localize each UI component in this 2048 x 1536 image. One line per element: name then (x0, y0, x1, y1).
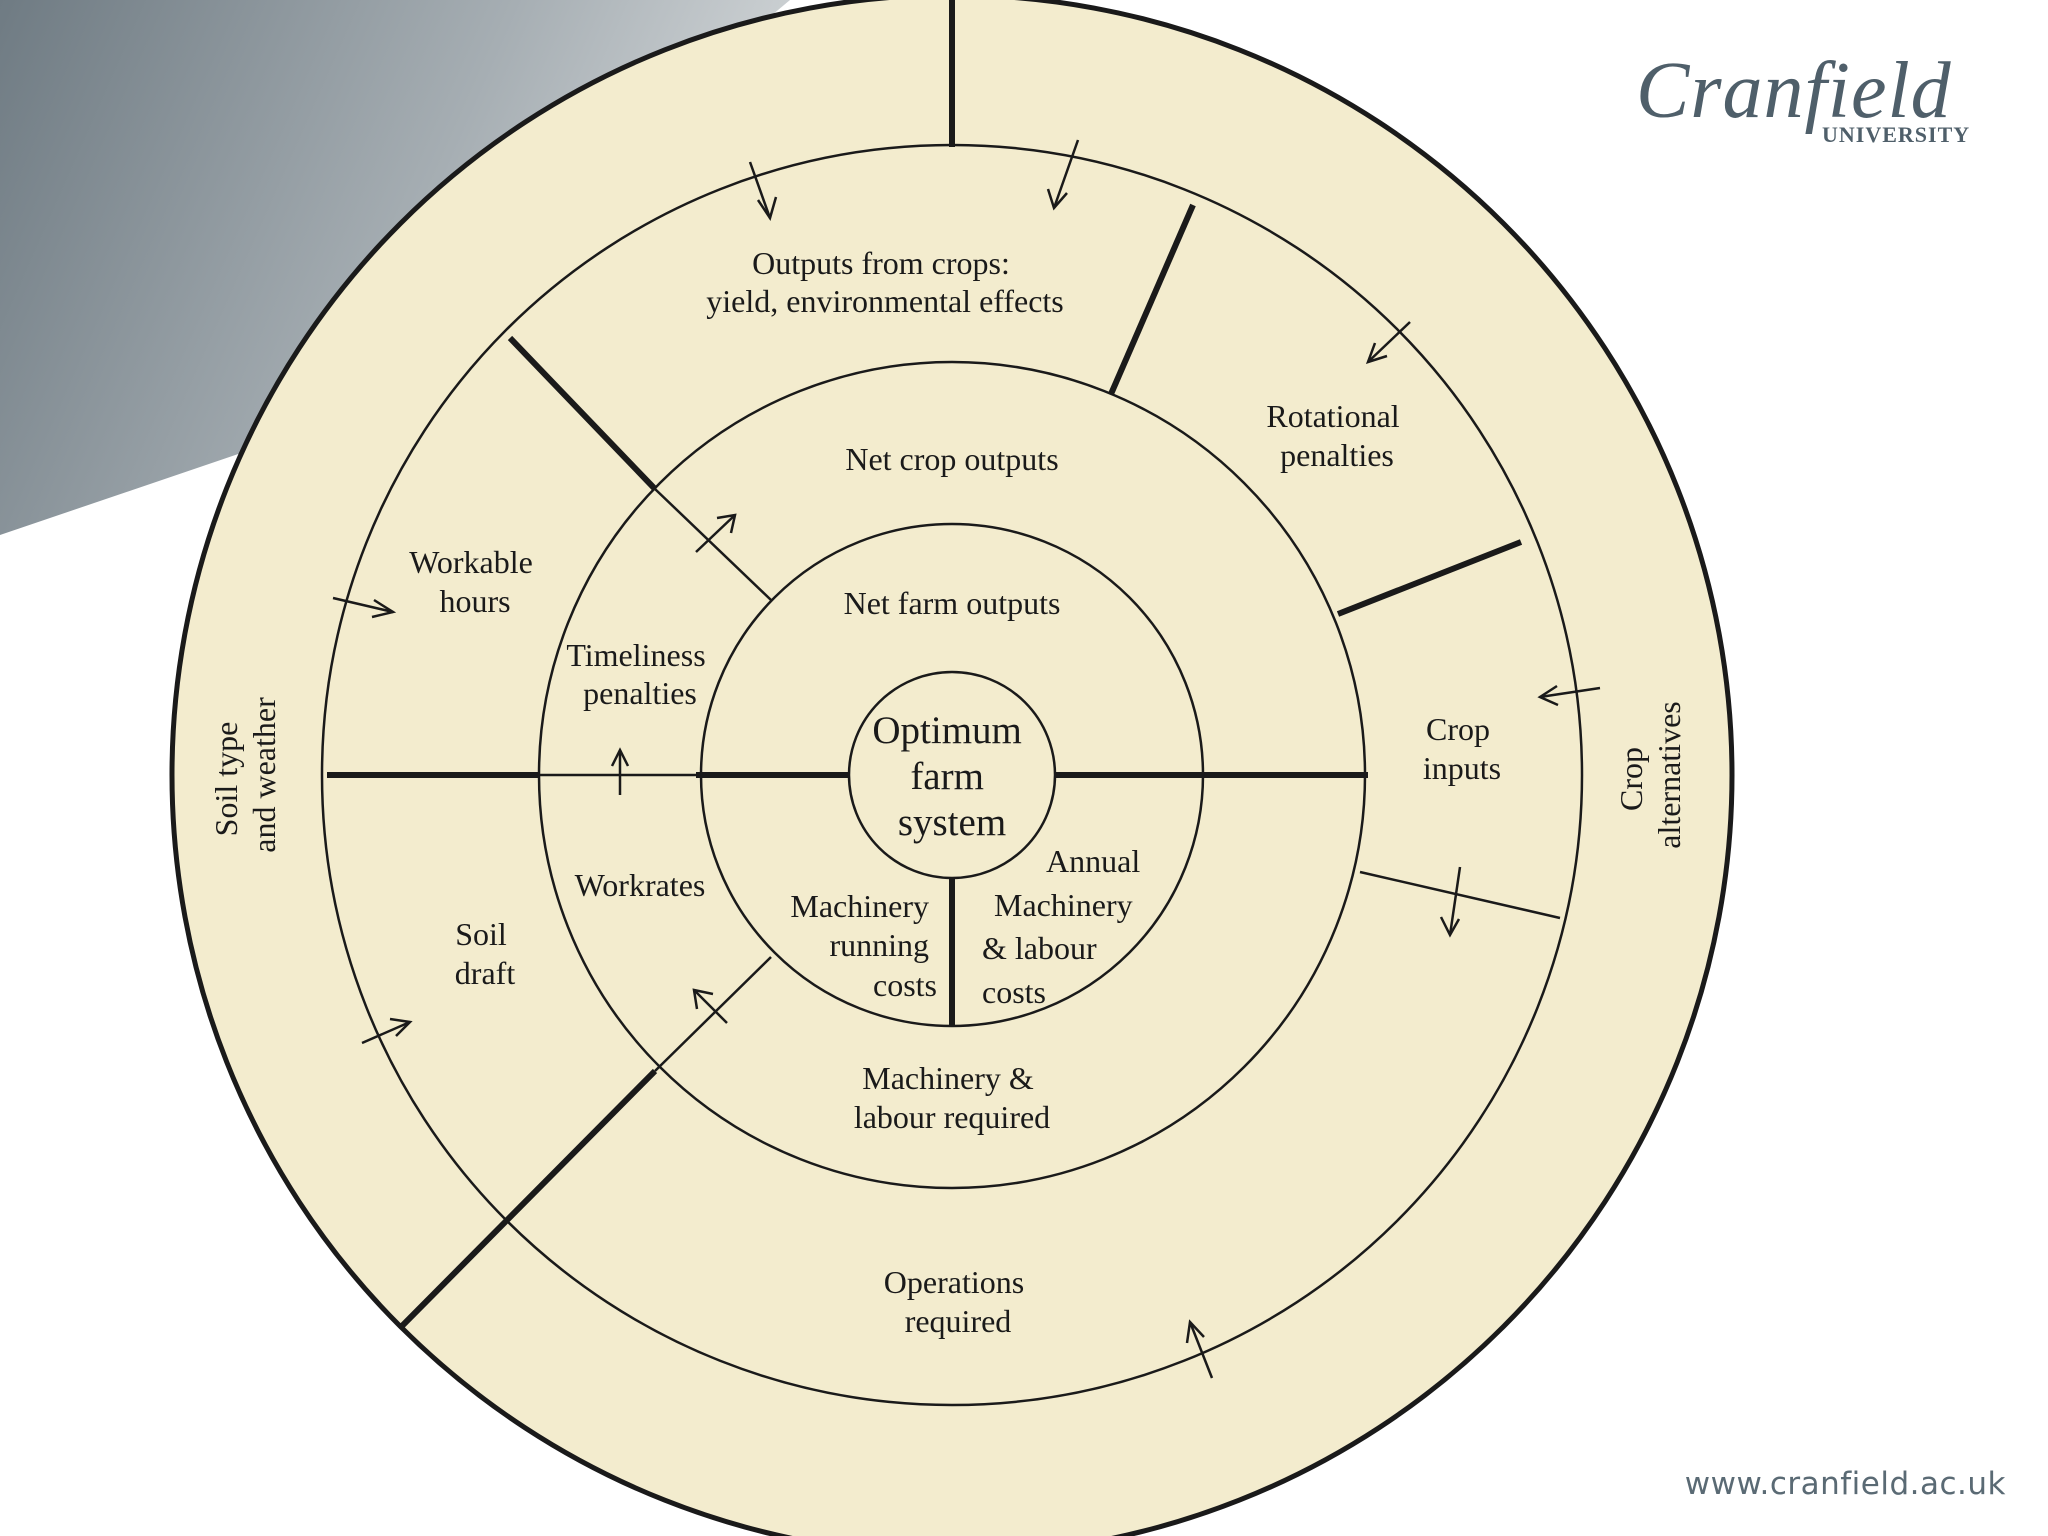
machinery-running-costs-label: Machinery running costs (790, 888, 937, 1003)
outer-disc (169, 0, 1735, 1536)
crop-alternatives-line-2: alternatives (1651, 701, 1687, 848)
soil-draft-line-1: Soil (455, 916, 507, 952)
machinery-required-line-2: labour required (854, 1099, 1050, 1135)
annual-machinery-labour-costs-label: Annual Machinery & labour costs (982, 843, 1148, 1010)
logo-subtitle: UNIVERSITY (1822, 122, 1971, 147)
workable-line-1: Workable (409, 544, 533, 580)
rotational-line-1: Rotational (1266, 398, 1399, 434)
flow-arrows (332, 139, 1601, 1379)
rotational-penalties-label: Rotational penalties (1266, 398, 1407, 473)
annual-costs-line-3: & labour (982, 930, 1097, 966)
running-costs-line-3: costs (873, 967, 937, 1003)
annual-costs-line-4: costs (982, 974, 1046, 1010)
crop-inputs-line-1: Crop (1426, 711, 1490, 747)
workable-hours-label: Workable hours (409, 544, 541, 619)
crop-alternatives-line-1: Crop (1613, 747, 1649, 811)
thick-dividers (327, 0, 1523, 1331)
logo-wordmark: Cranfield (1636, 47, 1952, 135)
center-line-2: farm (910, 755, 984, 798)
workable-line-2: hours (439, 583, 510, 619)
annual-costs-line-2: Machinery (994, 887, 1133, 923)
machinery-required-line-1: Machinery & (862, 1060, 1034, 1096)
soil-type-weather-label: Soil type and weather (208, 697, 282, 853)
outputs-line-2: yield, environmental effects (706, 283, 1064, 319)
operations-required-label: Operations required (884, 1264, 1032, 1339)
net-crop-outputs-label: Net crop outputs (845, 441, 1058, 477)
timeliness-penalties-label: Timeliness penalties (566, 637, 713, 711)
running-costs-line-2: running (829, 927, 929, 963)
footer-url[interactable]: www.cranfield.ac.uk (1684, 1466, 2006, 1502)
operations-line-2: required (905, 1303, 1012, 1339)
operations-line-1: Operations (884, 1264, 1024, 1300)
soil-type-line-2: and weather (246, 697, 282, 853)
timeliness-line-1: Timeliness (566, 637, 705, 673)
center-line-3: system (898, 801, 1006, 844)
soil-draft-label: Soil draft (455, 916, 516, 991)
workrates-label: Workrates (575, 867, 706, 903)
outputs-from-crops-label: Outputs from crops: yield, environmental… (706, 245, 1064, 319)
cranfield-logo[interactable]: Cranfield UNIVERSITY (1636, 46, 1996, 156)
center-line-1: Optimum (872, 709, 1022, 752)
rotational-line-2: penalties (1280, 437, 1394, 473)
running-costs-line-1: Machinery (790, 888, 929, 924)
crop-alternatives-label: Crop alternatives (1613, 701, 1687, 848)
center-label: Optimum farm system (872, 709, 1031, 844)
soil-draft-line-2: draft (455, 955, 516, 991)
outputs-line-1: Outputs from crops: (752, 245, 1010, 281)
net-farm-outputs-label: Net farm outputs (844, 585, 1061, 621)
machinery-labour-required-label: Machinery & labour required (854, 1060, 1050, 1135)
crop-inputs-line-2: inputs (1423, 750, 1501, 786)
thin-dividers (538, 488, 1561, 1072)
annual-costs-line-1: Annual (1046, 843, 1140, 879)
soil-type-line-1: Soil type (208, 722, 244, 837)
crop-inputs-label: Crop inputs (1423, 711, 1501, 786)
timeliness-line-2: penalties (583, 675, 697, 711)
